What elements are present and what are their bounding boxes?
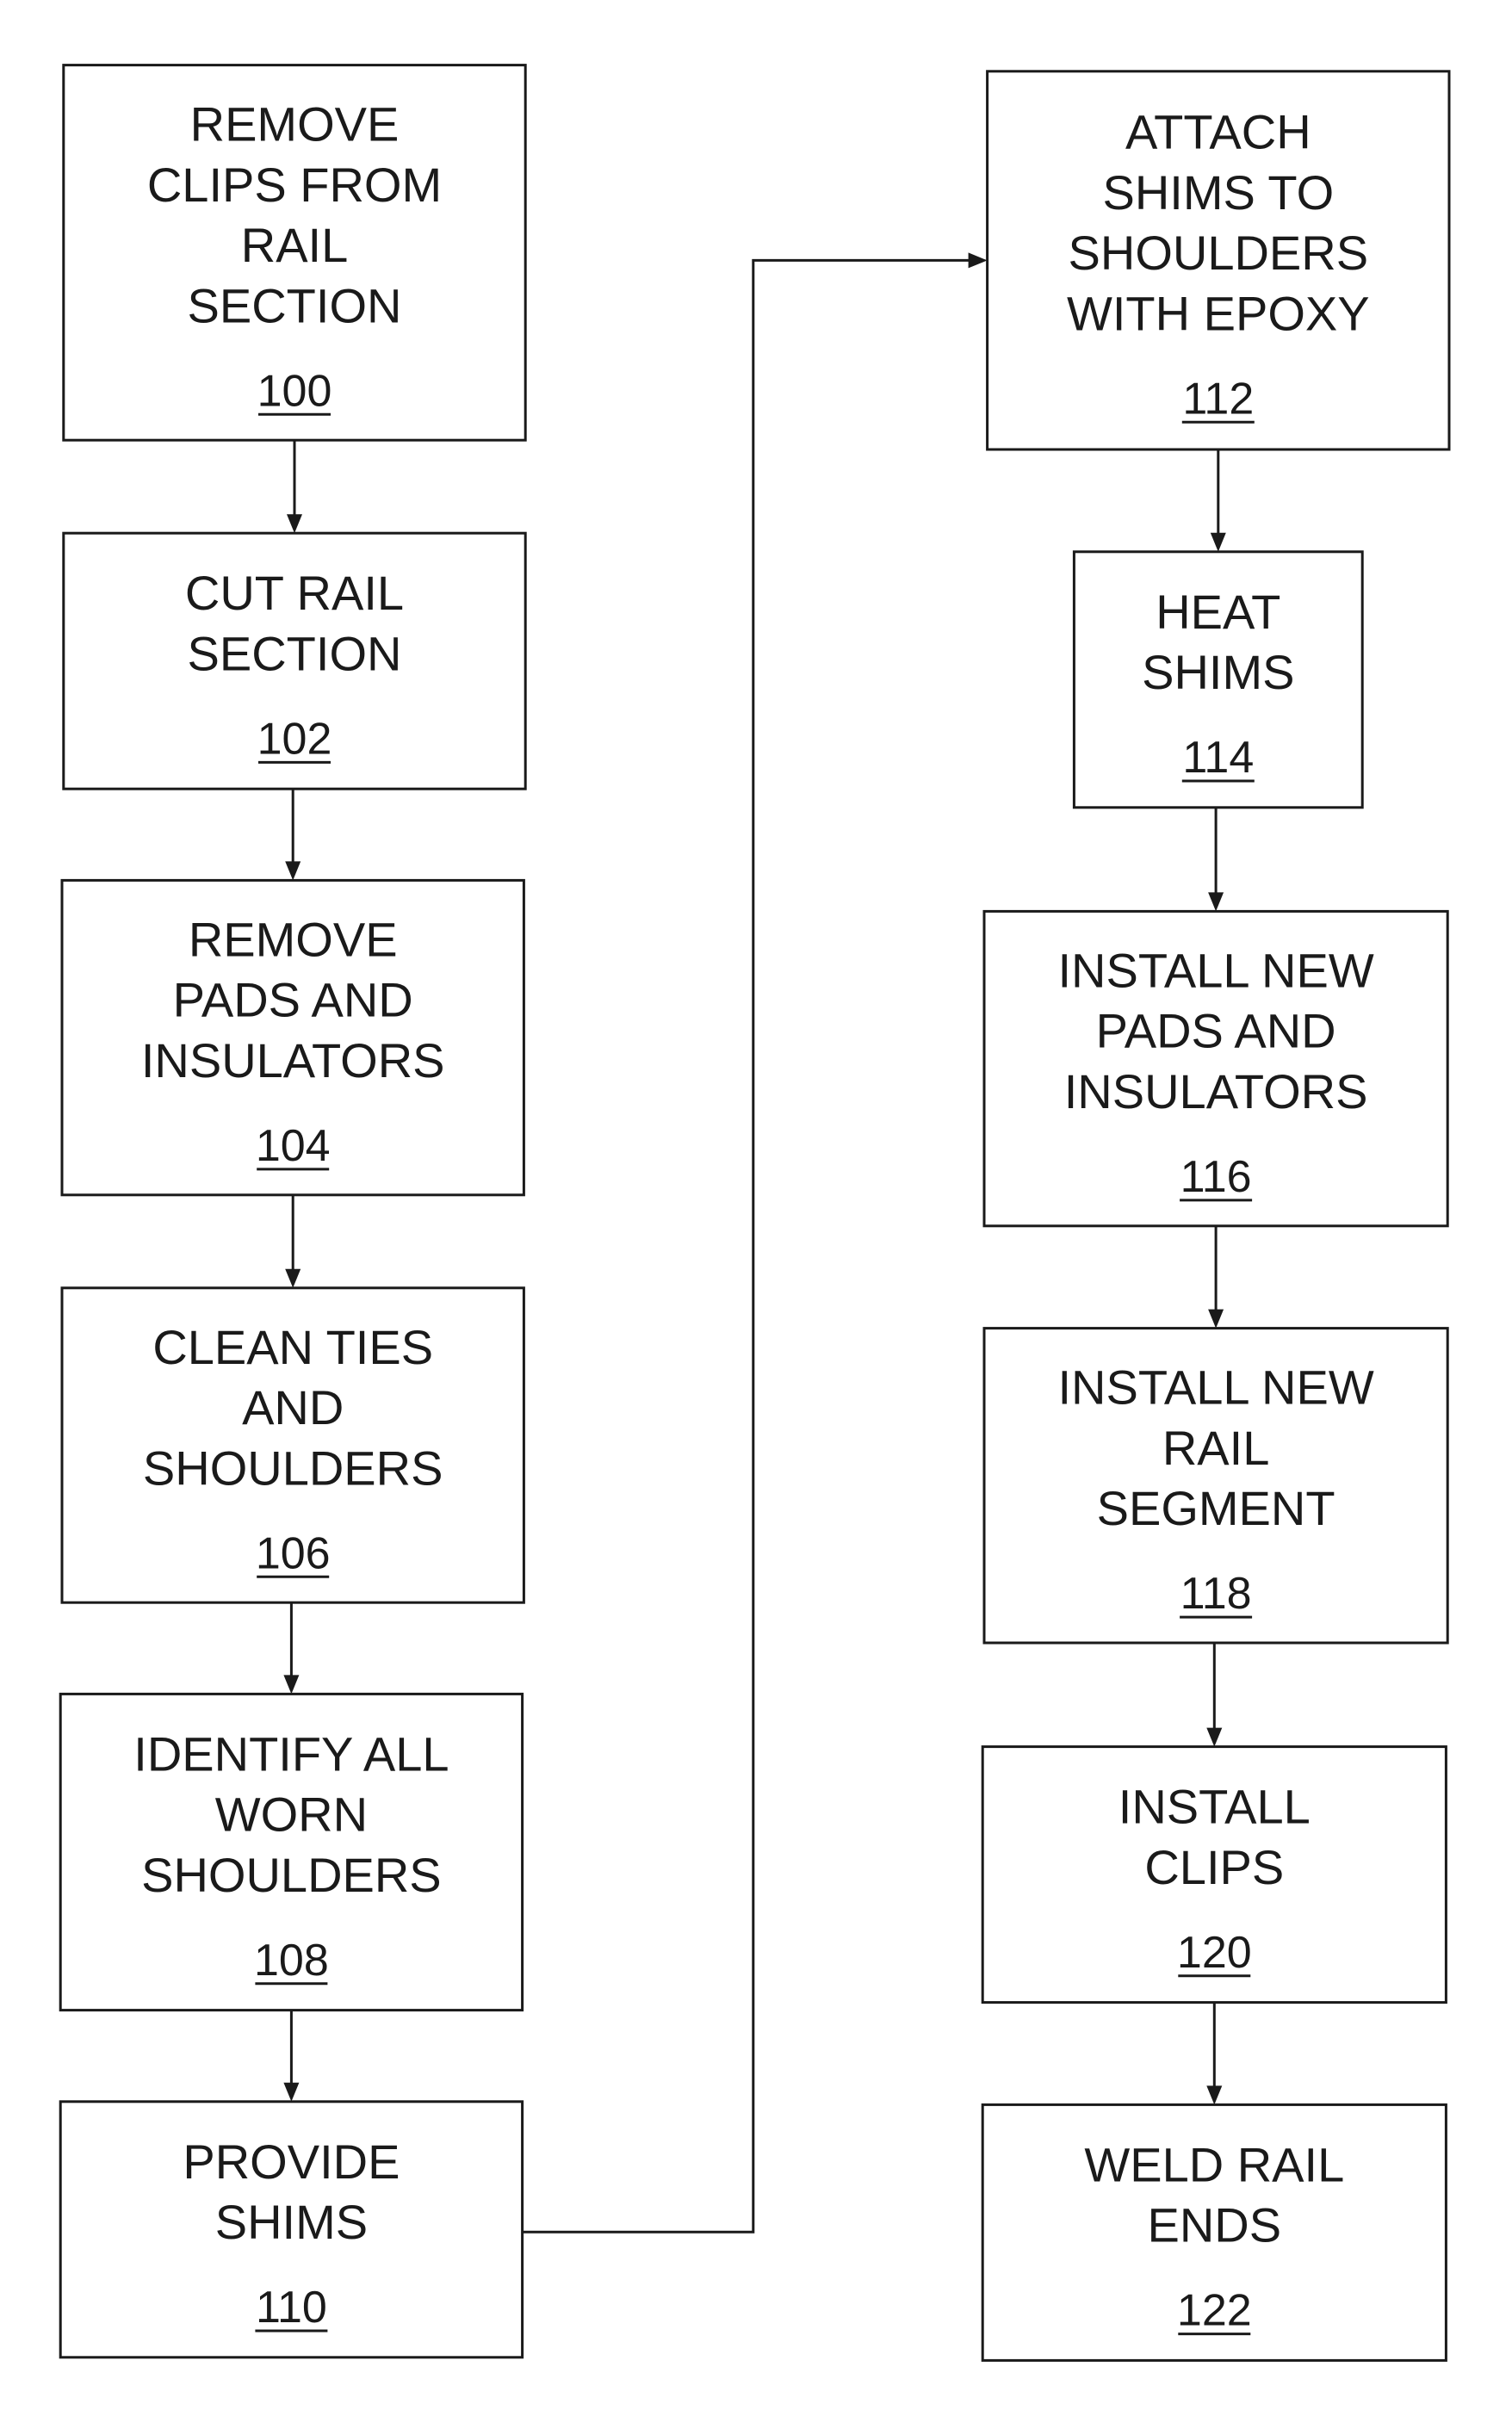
connector-116-118 xyxy=(1208,1226,1224,1329)
step-label-line: WITH EPOXY xyxy=(1067,286,1370,340)
step-label-line: CLIPS xyxy=(1144,1840,1284,1894)
connector-112-114 xyxy=(1211,449,1226,552)
step-label-line: INSULATORS xyxy=(1064,1064,1368,1118)
step-label-line: IDENTIFY ALL xyxy=(133,1726,449,1781)
step-label-line: SHOULDERS xyxy=(141,1848,442,1902)
step-box-112: ATTACH SHIMS TO SHOULDERS WITH EPOXY 112 xyxy=(988,71,1449,449)
step-number: 108 xyxy=(254,1936,329,1986)
step-box-106: CLEAN TIES AND SHOULDERS 106 xyxy=(62,1288,524,1602)
step-number: 106 xyxy=(256,1528,331,1578)
step-number: 114 xyxy=(1182,733,1254,783)
step-label-line: ENDS xyxy=(1148,2198,1282,2252)
step-label-line: SHIMS TO xyxy=(1102,165,1334,220)
arrowhead xyxy=(283,2083,299,2102)
step-label-line: SHOULDERS xyxy=(1069,226,1369,280)
step-label-line: PADS AND xyxy=(1096,1004,1336,1058)
step-box-118: INSTALL NEW RAIL SEGMENT 118 xyxy=(984,1329,1447,1643)
step-label-line: CUT RAIL xyxy=(185,566,404,620)
connector-110-112 xyxy=(523,252,988,2232)
step-label-line: INSTALL xyxy=(1119,1780,1311,1834)
step-label-line: SEGMENT xyxy=(1097,1481,1335,1535)
step-label-line: INSTALL NEW xyxy=(1058,1360,1374,1415)
step-label-line: INSTALL NEW xyxy=(1058,944,1374,998)
arrowhead xyxy=(287,514,302,533)
connector-line xyxy=(523,260,970,2232)
connector-104-106 xyxy=(285,1195,301,1288)
step-label-line: SHIMS xyxy=(215,2195,368,2249)
step-number: 102 xyxy=(257,714,332,764)
arrowhead xyxy=(1206,1728,1222,1747)
step-label-line: PADS AND xyxy=(173,973,413,1027)
steps: REMOVE CLIPS FROM RAIL SECTION 100CUT RAIL SE… xyxy=(60,65,1449,2361)
arrowhead xyxy=(1211,533,1226,552)
step-box-108: IDENTIFY ALL WORN SHOULDERS 108 xyxy=(60,1694,522,2010)
step-box-114: HEAT SHIMS 114 xyxy=(1074,552,1362,808)
step-label-line: HEAT xyxy=(1156,585,1280,639)
arrowhead xyxy=(285,861,301,880)
step-label-line: ATTACH xyxy=(1125,105,1311,159)
arrowhead xyxy=(1208,1310,1224,1329)
step-label-line: PROVIDE xyxy=(183,2134,400,2189)
step-label-line: RAIL xyxy=(1162,1421,1270,1475)
step-label-line: WELD RAIL xyxy=(1084,2137,1344,2191)
step-label-line: SHIMS xyxy=(1142,645,1294,699)
step-label-line: REMOVE xyxy=(189,913,398,967)
step-label-line: RAIL xyxy=(241,218,349,272)
arrowhead xyxy=(283,1675,299,1694)
step-number: 120 xyxy=(1177,1928,1252,1978)
step-label-line: INSULATORS xyxy=(141,1033,445,1087)
connector-118-120 xyxy=(1206,1643,1222,1747)
step-label-line: SHOULDERS xyxy=(143,1441,443,1495)
step-label-line: REMOVE xyxy=(190,97,400,152)
step-label-line: SECTION xyxy=(188,626,402,680)
step-number: 110 xyxy=(256,2283,327,2333)
step-label-line: CLIPS FROM xyxy=(147,158,442,212)
connector-106-108 xyxy=(283,1602,299,1694)
step-label-line: CLEAN TIES xyxy=(152,1320,433,1374)
step-number: 112 xyxy=(1182,374,1254,424)
step-box-110: PROVIDE SHIMS 110 xyxy=(60,2102,522,2358)
arrowhead xyxy=(285,1269,301,1288)
step-box-100: REMOVE CLIPS FROM RAIL SECTION 100 xyxy=(64,65,525,441)
step-label-line: AND xyxy=(242,1380,344,1434)
step-box-120: INSTALL CLIPS 120 xyxy=(982,1747,1446,2003)
arrowhead xyxy=(969,252,988,268)
arrowhead xyxy=(1206,2085,1222,2104)
step-box-122: WELD RAIL ENDS 122 xyxy=(982,2104,1446,2360)
connector-102-104 xyxy=(285,789,301,880)
step-number: 104 xyxy=(256,1121,331,1171)
step-box-104: REMOVE PADS AND INSULATORS 104 xyxy=(62,880,524,1194)
connector-120-122 xyxy=(1206,2003,1222,2105)
step-box-102: CUT RAIL SECTION 102 xyxy=(64,533,525,789)
step-number: 122 xyxy=(1177,2286,1252,2336)
step-label-line: SECTION xyxy=(188,278,402,332)
step-number: 100 xyxy=(257,366,332,416)
step-number: 116 xyxy=(1180,1152,1252,1202)
step-number: 118 xyxy=(1180,1569,1252,1619)
connector-100-102 xyxy=(287,440,302,533)
connector-114-116 xyxy=(1208,808,1224,912)
connector-108-110 xyxy=(283,2011,299,2102)
step-label-line: WORN xyxy=(215,1788,368,1842)
step-box-116: INSTALL NEW PADS AND INSULATORS 116 xyxy=(984,911,1447,1225)
arrowhead xyxy=(1208,892,1224,911)
